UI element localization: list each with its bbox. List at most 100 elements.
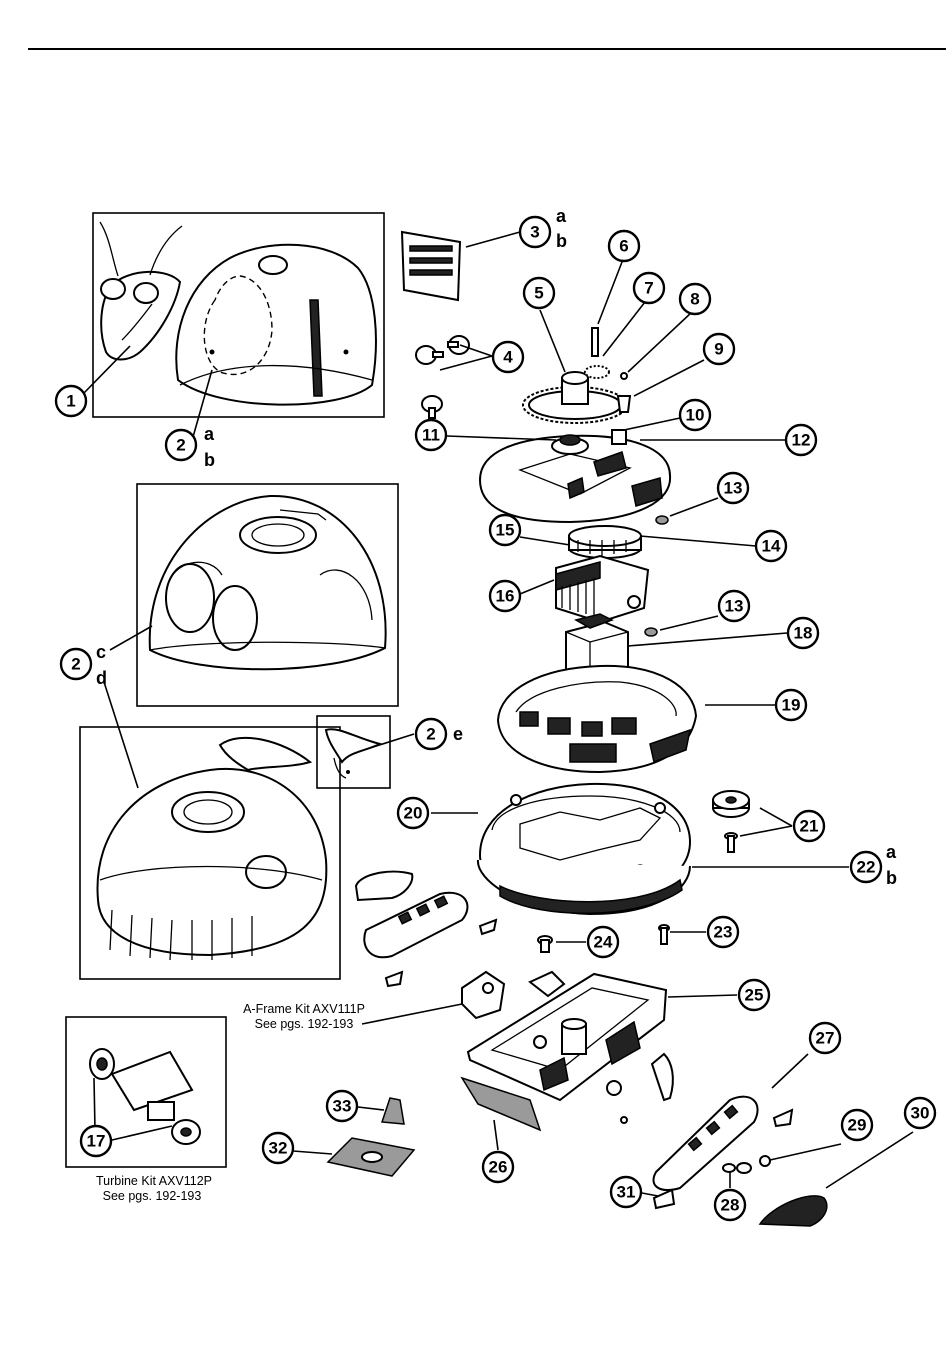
turbine-kit-line2: See pgs. 192-193	[103, 1189, 202, 1203]
svg-text:16: 16	[496, 587, 515, 606]
left-track-group	[356, 872, 496, 986]
aframe-kit-line2: See pgs. 192-193	[255, 1017, 354, 1031]
svg-text:1: 1	[66, 392, 75, 411]
svg-text:17: 17	[87, 1132, 106, 1151]
svg-text:11: 11	[422, 426, 440, 445]
dome-body-part	[150, 496, 386, 669]
svg-text:18: 18	[794, 624, 813, 643]
small-screw-part	[618, 396, 630, 412]
callout-23: 23	[708, 917, 738, 947]
svg-text:20: 20	[404, 804, 423, 823]
callout-7: 7	[634, 273, 664, 303]
foot-pad-part	[328, 1138, 414, 1176]
suffix-22b: b	[886, 868, 897, 888]
suffix-2a: a	[204, 424, 215, 444]
callout-30: 30	[905, 1098, 935, 1128]
callout-4: 4	[493, 342, 523, 372]
small-washer-part	[621, 373, 627, 379]
gear-stack-part	[569, 526, 641, 558]
grommet-part-a	[656, 516, 668, 524]
svg-text:13: 13	[724, 479, 743, 498]
callout-19: 19	[776, 690, 806, 720]
drive-gear-part	[523, 366, 627, 423]
svg-text:23: 23	[714, 923, 733, 942]
svg-text:27: 27	[816, 1029, 835, 1048]
callout-26: 26	[483, 1152, 513, 1182]
callout-2cd: 2	[61, 649, 91, 679]
svg-text:22: 22	[857, 858, 876, 877]
bug-head-part	[100, 222, 182, 360]
washer-part-28	[723, 1163, 751, 1173]
bug-shell-part	[176, 245, 376, 405]
svg-text:31: 31	[617, 1183, 636, 1202]
callout-25: 25	[739, 980, 769, 1010]
callout-2ab: 2	[166, 430, 196, 460]
svg-text:24: 24	[594, 933, 613, 952]
callout-17: 17	[81, 1126, 111, 1156]
callout-24: 24	[588, 927, 618, 957]
svg-text:13: 13	[725, 597, 744, 616]
svg-text:10: 10	[686, 406, 705, 425]
callout-9: 9	[704, 334, 734, 364]
svg-text:7: 7	[644, 279, 653, 298]
svg-text:2: 2	[71, 655, 80, 674]
callout-27: 27	[810, 1023, 840, 1053]
callout-22: 22	[851, 852, 881, 882]
suffix-2b: b	[204, 450, 215, 470]
callout-10: 10	[680, 400, 710, 430]
callout-31: 31	[611, 1177, 641, 1207]
suffix-2d: d	[96, 668, 107, 688]
svg-text:9: 9	[714, 340, 723, 359]
callout-32: 32	[263, 1133, 293, 1163]
pin-part	[592, 328, 598, 356]
svg-text:19: 19	[782, 696, 801, 715]
aframe-kit-line1: A-Frame Kit AXV111P	[243, 1002, 365, 1016]
callout-11: 11	[416, 420, 446, 450]
svg-text:8: 8	[690, 290, 699, 309]
screw-part-24	[538, 936, 552, 952]
svg-text:21: 21	[800, 817, 819, 836]
whale-tail-part	[326, 729, 380, 778]
callout-3: 3	[520, 217, 550, 247]
cap-part-29	[760, 1156, 770, 1166]
svg-text:26: 26	[489, 1158, 508, 1177]
clip-part-33	[382, 1098, 404, 1124]
svg-text:28: 28	[721, 1196, 740, 1215]
clip-part-31	[654, 1190, 674, 1208]
callout-15: 15	[490, 515, 520, 545]
callout-21: 21	[794, 811, 824, 841]
svg-text:3: 3	[530, 223, 539, 242]
svg-text:5: 5	[534, 284, 543, 303]
grommet-part-b	[645, 628, 657, 636]
callout-1: 1	[56, 386, 86, 416]
callout-29: 29	[842, 1110, 872, 1140]
top-motor-cover-part	[480, 430, 670, 522]
end-cap-part-30	[760, 1196, 827, 1226]
bumper-ring-part	[478, 860, 690, 914]
gear-box-part	[556, 556, 648, 622]
svg-text:25: 25	[745, 986, 764, 1005]
callout-12: 12	[786, 425, 816, 455]
svg-text:2: 2	[176, 436, 185, 455]
suffix-2c: c	[96, 642, 106, 662]
svg-text:29: 29	[848, 1116, 867, 1135]
turbine-kit-line1: Turbine Kit AXV112P	[96, 1174, 212, 1188]
svg-text:14: 14	[762, 537, 781, 556]
push-pin-parts	[416, 336, 469, 418]
louver-part	[402, 232, 460, 300]
screw-part-21	[725, 833, 737, 852]
callout-33: 33	[327, 1091, 357, 1121]
svg-text:32: 32	[269, 1139, 288, 1158]
callout-2e: 2	[416, 719, 446, 749]
lower-housing-part	[498, 666, 696, 772]
roller-disc-part	[713, 791, 749, 817]
callout-14: 14	[756, 531, 786, 561]
callout-28: 28	[715, 1190, 745, 1220]
suffix-2e: e	[453, 724, 463, 744]
callout-5: 5	[524, 278, 554, 308]
callout-8: 8	[680, 284, 710, 314]
svg-text:15: 15	[496, 521, 515, 540]
callout-6: 6	[609, 231, 639, 261]
svg-text:4: 4	[503, 348, 513, 367]
svg-text:33: 33	[333, 1097, 352, 1116]
